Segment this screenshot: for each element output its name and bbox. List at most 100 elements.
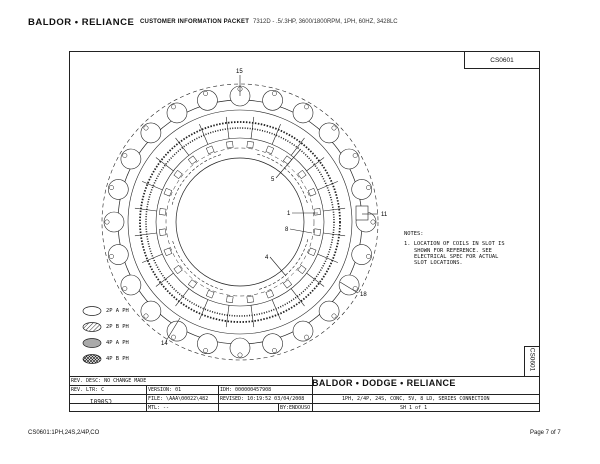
callout-8: 8 xyxy=(285,227,289,233)
coil-lead xyxy=(370,219,376,225)
coil-lead xyxy=(203,348,209,353)
lead-box xyxy=(355,205,369,221)
slot-tooth xyxy=(282,279,293,289)
brand-logo: BALDOR • RELIANCE xyxy=(28,17,135,28)
idh-number: IDH: 000000457908 xyxy=(220,387,272,393)
slot-tooth xyxy=(313,208,321,216)
legend-swatches xyxy=(82,306,102,364)
coil-end xyxy=(318,122,340,144)
rotor-bore-circle xyxy=(175,157,305,287)
callout-14: 14 xyxy=(161,341,168,347)
slot-tooth xyxy=(173,169,183,180)
material: MTL: -- xyxy=(148,405,170,411)
coil-lead xyxy=(331,125,337,131)
slot-divider xyxy=(175,288,190,307)
slot-tooth xyxy=(246,295,254,303)
coil-lead xyxy=(143,313,149,319)
coil-end xyxy=(140,300,162,322)
drawn-by: BY:ENDOUSO xyxy=(280,405,311,411)
coil-end xyxy=(351,244,373,265)
coil-end xyxy=(351,179,373,200)
packet-title: CUSTOMER INFORMATION PACKET xyxy=(140,19,250,25)
slot-tooth xyxy=(205,289,215,299)
legend-label: 2P B PH xyxy=(106,324,129,330)
drawing-number-box: CS0601 xyxy=(464,51,540,69)
slot-tooth xyxy=(307,247,317,257)
coil-lead xyxy=(271,348,277,353)
slot-divider xyxy=(141,253,163,263)
coil-end xyxy=(120,148,142,170)
slot-divider xyxy=(155,272,174,287)
tb-rule xyxy=(218,385,219,412)
slot-tooth xyxy=(226,295,234,303)
slot-tooth xyxy=(297,169,307,180)
pole-arc xyxy=(257,153,309,205)
winding-ring-hatched xyxy=(139,121,341,323)
slot-divider xyxy=(175,137,190,156)
slot-divider xyxy=(271,299,281,321)
slot-divider xyxy=(290,137,305,156)
slot-tooth xyxy=(205,145,215,155)
slot-divider xyxy=(155,157,174,172)
legend-label: 4P B PH xyxy=(106,356,129,362)
slot-divider xyxy=(317,253,339,263)
note-line: SLOT LOCATIONS. xyxy=(414,260,463,267)
coil-lead xyxy=(352,153,358,158)
slot-divider xyxy=(323,207,346,212)
slot-tooth xyxy=(246,141,254,149)
rev-ltr: REV. LTR: C xyxy=(71,387,105,393)
coil-lead xyxy=(171,104,176,110)
bore-dashed-circle xyxy=(165,147,315,297)
rev-desc: REV. DESC: NO CHANGE MADE xyxy=(71,378,147,384)
slot-tooth xyxy=(226,141,234,149)
slot-tooth xyxy=(173,264,183,275)
coil-end xyxy=(108,244,129,265)
version: VERSION: 01 xyxy=(148,387,182,393)
coil-lead xyxy=(109,185,114,191)
pole-arc xyxy=(171,239,223,291)
slot-tooth xyxy=(163,247,173,257)
coil-lead xyxy=(143,125,149,131)
notes-title: NOTES: xyxy=(404,231,424,237)
callout-15: 15 xyxy=(236,69,243,75)
winding-diagram xyxy=(101,83,379,361)
coil-lead xyxy=(304,104,309,110)
coil-end xyxy=(120,274,142,296)
slot-divider xyxy=(141,181,163,191)
coil-end xyxy=(292,102,314,124)
coil-lead xyxy=(271,91,277,96)
legend-label: 2P A PH xyxy=(106,308,129,314)
slot-divider xyxy=(317,181,339,191)
motor-description: 7312D - .5/.3HP, 3600/1800RPM, 1PH, 60HZ… xyxy=(253,19,398,25)
callout-18: 18 xyxy=(360,292,367,298)
coil-end xyxy=(338,274,360,296)
side-number-box xyxy=(524,346,540,376)
coil-lead xyxy=(304,334,309,340)
revised-date: REVISED: 10:19:52 03/04/2008 xyxy=(220,396,305,402)
coil-end xyxy=(229,337,251,359)
legend-label: 4P A PH xyxy=(106,340,129,346)
tb-rule xyxy=(69,403,540,404)
coil-end xyxy=(166,102,188,124)
callout-4: 4 xyxy=(265,255,269,261)
callout-5: 5 xyxy=(271,177,275,183)
callout-1: 1 xyxy=(287,211,291,217)
footer-document-id: CS0601:1PH,24S,2/4P,CO xyxy=(28,430,100,436)
slot-divider xyxy=(271,123,281,145)
tb-rule xyxy=(69,385,312,386)
footer-page-number: Page 7 of 7 xyxy=(530,430,561,436)
notes-block: NOTES: 1. LOCATION OF COILS IN SLOT IS S… xyxy=(404,231,505,266)
slot-tooth xyxy=(187,279,198,289)
slot-divider xyxy=(225,305,230,328)
slot-tooth xyxy=(265,289,275,299)
note-line: 1. LOCATION OF COILS IN SLOT IS xyxy=(404,241,505,248)
drawing-title: 1PH, 2/4P, 24S, CONC, 5V, 8 LD, SERIES C… xyxy=(342,396,490,402)
coil-end xyxy=(262,90,283,111)
coil-lead xyxy=(109,253,114,259)
slot-tooth xyxy=(159,228,167,236)
slot-tooth xyxy=(265,145,275,155)
slot-divider xyxy=(306,272,325,287)
slot-tooth xyxy=(313,228,321,236)
coil-end xyxy=(262,333,283,355)
callout-11: 11 xyxy=(381,212,388,218)
